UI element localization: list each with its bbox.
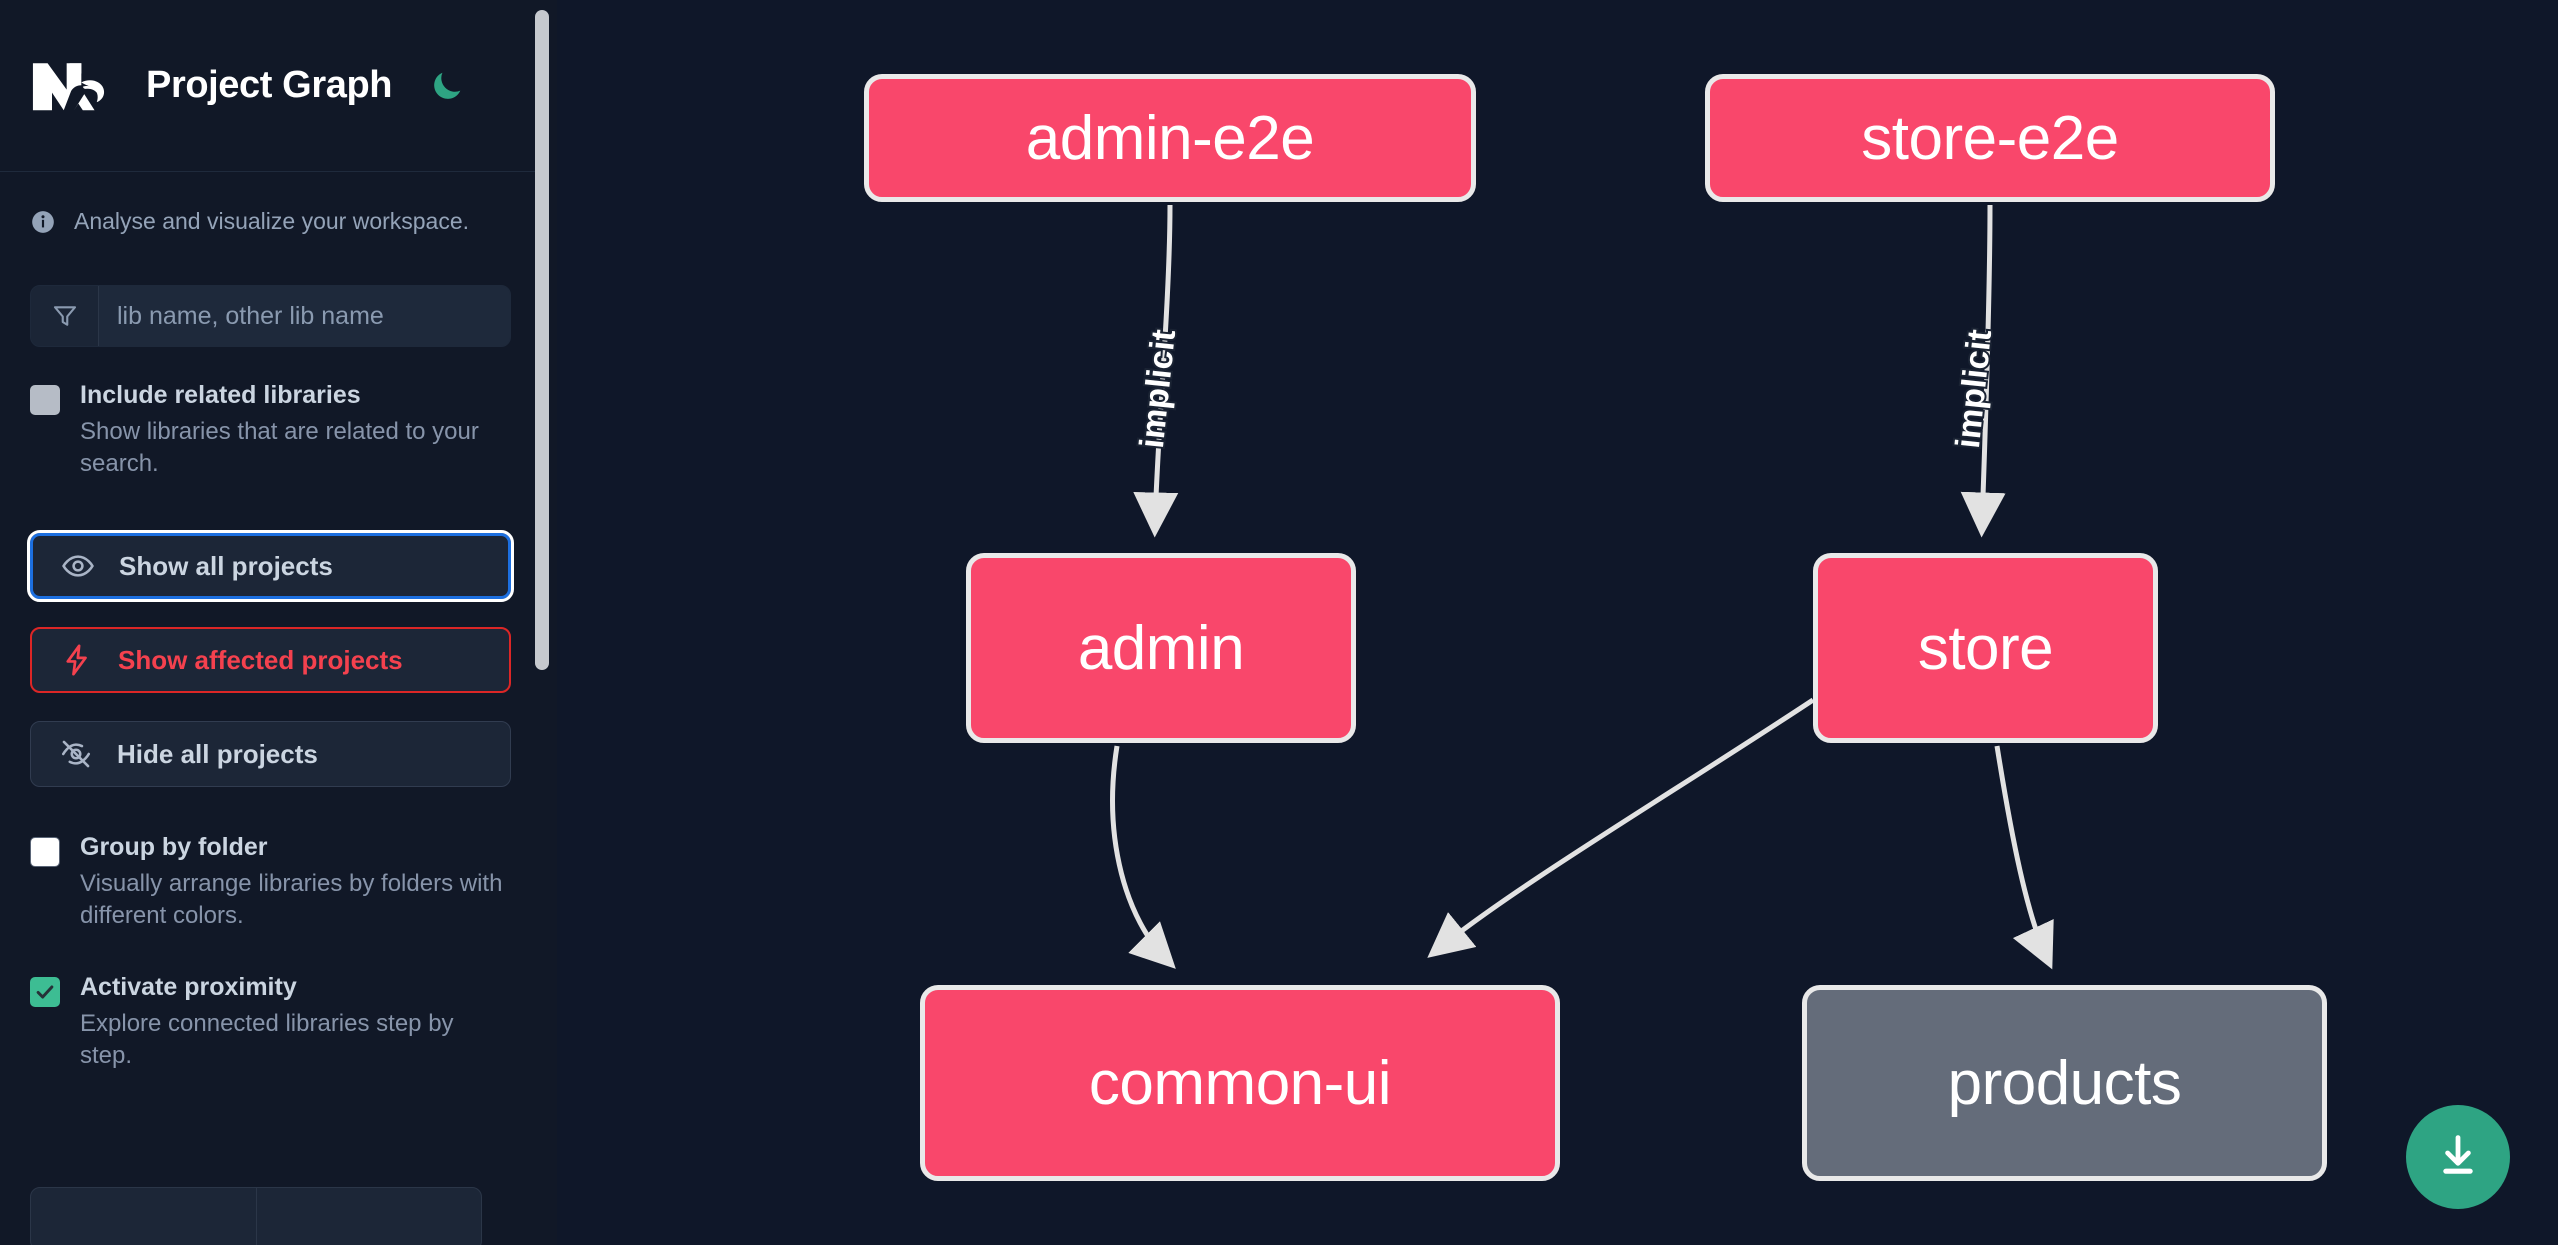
activate-proximity-checkbox[interactable] xyxy=(30,977,60,1007)
graph-node-label: admin-e2e xyxy=(1025,103,1315,173)
edge-label-implicit-admin: implicit xyxy=(1133,328,1183,450)
graph-node-label: store xyxy=(1917,613,2054,683)
graph-node-label: store-e2e xyxy=(1861,103,2119,173)
display-options: Group by folder Visually arrange librari… xyxy=(30,833,511,1073)
graph-canvas[interactable]: implicit implicit admin-e2e store-e2e ad… xyxy=(557,0,2558,1245)
include-related-libraries-description: Show libraries that are related to your … xyxy=(80,417,479,478)
hide-all-projects-label: Hide all projects xyxy=(117,738,318,769)
show-all-projects-label: Show all projects xyxy=(119,550,333,581)
graph-node-label: products xyxy=(1947,1048,2182,1118)
funnel-filter-icon xyxy=(31,286,99,346)
sidebar-tagline: Analyse and visualize your workspace. xyxy=(30,172,511,235)
graph-node-products[interactable]: products xyxy=(1802,985,2327,1181)
edge-label-implicit-store: implicit xyxy=(1949,328,1999,450)
hide-all-projects-button[interactable]: Hide all projects xyxy=(30,721,511,787)
page-title: Project Graph xyxy=(146,64,393,106)
graph-node-common-ui[interactable]: common-ui xyxy=(920,985,1560,1181)
sidebar: Project Graph Analy xyxy=(0,0,557,1245)
show-affected-projects-label: Show affected projects xyxy=(118,644,403,675)
graph-node-admin[interactable]: admin xyxy=(966,553,1356,743)
graph-node-label: common-ui xyxy=(1088,1048,1392,1118)
option-include-related-libraries: Include related libraries Show libraries… xyxy=(30,381,511,481)
group-by-folder-description: Visually arrange libraries by folders wi… xyxy=(80,869,503,930)
download-icon xyxy=(2432,1130,2484,1185)
graph-node-store[interactable]: store xyxy=(1813,553,2158,743)
show-all-projects-button[interactable]: Show all projects xyxy=(27,530,514,602)
graph-node-store-e2e[interactable]: store-e2e xyxy=(1705,74,2275,202)
proximity-increase-button[interactable] xyxy=(255,1188,482,1245)
activate-proximity-description: Explore connected libraries step by step… xyxy=(80,1009,454,1070)
download-image-button[interactable] xyxy=(2406,1105,2510,1209)
moon-icon[interactable] xyxy=(424,63,470,109)
eye-off-icon xyxy=(59,737,93,771)
search-input[interactable] xyxy=(99,286,510,346)
activate-proximity-label: Activate proximity xyxy=(80,973,297,1001)
include-related-libraries-label: Include related libraries xyxy=(80,381,361,409)
group-by-folder-checkbox[interactable] xyxy=(30,837,60,867)
graph-node-admin-e2e[interactable]: admin-e2e xyxy=(864,74,1476,202)
info-icon xyxy=(30,209,56,235)
group-by-folder-label: Group by folder xyxy=(80,833,268,861)
eye-icon xyxy=(61,549,95,583)
proximity-decrease-button[interactable] xyxy=(31,1188,256,1245)
filter-row xyxy=(30,285,511,347)
proximity-stepper-control[interactable] xyxy=(30,1187,482,1245)
option-activate-proximity: Activate proximity Explore connected lib… xyxy=(30,973,511,1073)
lightning-bolt-icon xyxy=(60,643,94,677)
graph-node-label: admin xyxy=(1077,613,1245,683)
project-visibility-buttons: Show all projects Show affected projects xyxy=(27,530,514,787)
sidebar-header: Project Graph xyxy=(0,0,541,172)
sidebar-scrollbar[interactable] xyxy=(535,0,549,1245)
graph-edges: implicit implicit xyxy=(1110,204,2054,970)
nx-logo-icon xyxy=(30,58,118,114)
option-group-by-folder: Group by folder Visually arrange librari… xyxy=(30,833,511,933)
show-affected-projects-button[interactable]: Show affected projects xyxy=(30,627,511,693)
sidebar-tagline-text: Analyse and visualize your workspace. xyxy=(74,208,470,234)
include-related-libraries-checkbox[interactable] xyxy=(30,385,60,415)
sidebar-scrollbar-thumb[interactable] xyxy=(535,10,549,670)
